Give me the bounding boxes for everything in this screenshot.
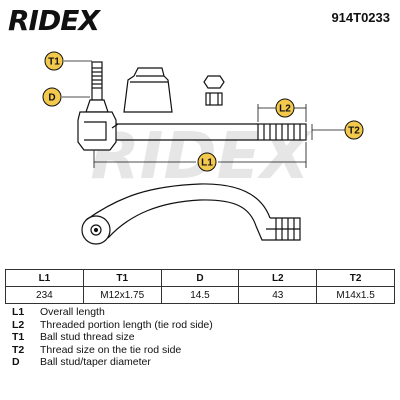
technical-drawing: RIDEX xyxy=(42,51,364,245)
legend-key: D xyxy=(12,356,20,368)
legend-key: L1 xyxy=(12,306,25,318)
dimension-lines xyxy=(62,60,346,168)
callout-l1-label: L1 xyxy=(201,158,213,169)
spec-value-l2: 43 xyxy=(238,286,318,304)
callout-t1: T1 xyxy=(44,51,64,71)
callout-d: D xyxy=(42,87,62,107)
ridex-logo: RIDEX xyxy=(8,4,100,37)
legend-item: T2 Thread size on the tie rod side xyxy=(12,344,392,357)
legend-text: Thread size on the tie rod side xyxy=(40,343,182,356)
spec-table-header-row: L1 T1 D L2 T2 xyxy=(5,269,395,287)
tie-rod-end-top-view xyxy=(81,183,301,245)
tie-rod-end-side-view xyxy=(77,61,307,151)
spec-header-t1: T1 xyxy=(82,269,162,287)
callout-l2: L2 xyxy=(275,98,295,118)
legend-item: L1 Overall length xyxy=(12,306,392,319)
callout-t2: T2 xyxy=(344,120,364,140)
legend-text: Overall length xyxy=(40,306,105,318)
part-number: 914T0233 xyxy=(331,10,390,25)
callout-t2-label: T2 xyxy=(348,126,360,137)
spec-table-row: 234 M12x1.75 14.5 43 M14x1.5 xyxy=(5,286,395,304)
callout-l1: L1 xyxy=(197,152,217,172)
spec-value-l1: 234 xyxy=(5,286,84,304)
legend-item: D Ball stud/taper diameter xyxy=(12,356,392,369)
spec-value-t2: M14x1.5 xyxy=(316,286,395,304)
legend-item: T1 Ball stud thread size xyxy=(12,331,392,344)
spec-header-l1: L1 xyxy=(5,269,84,287)
spec-header-l2: L2 xyxy=(238,269,318,287)
legend-text: Ball stud/taper diameter xyxy=(40,356,151,368)
legend-key: T1 xyxy=(12,331,25,343)
spec-header-d: D xyxy=(160,269,240,287)
legend-key: L2 xyxy=(12,318,25,331)
spec-table: L1 T1 D L2 T2 234 M12x1.75 14.5 43 M14x1… xyxy=(5,269,395,304)
legend: L1 Overall length L2 Threaded portion le… xyxy=(12,306,392,369)
spec-header-t2: T2 xyxy=(316,269,395,287)
spec-value-t1: M12x1.75 xyxy=(82,286,162,304)
callout-l2-label: L2 xyxy=(279,104,291,115)
callout-d-label: D xyxy=(48,93,55,104)
legend-text: Ball stud thread size xyxy=(40,331,135,343)
legend-key: T2 xyxy=(12,343,25,356)
callout-t1-label: T1 xyxy=(48,57,60,68)
legend-item: L2 Threaded portion length (tie rod side… xyxy=(12,319,392,332)
legend-text: Threaded portion length (tie rod side) xyxy=(40,318,213,331)
spec-value-d: 14.5 xyxy=(160,286,240,304)
